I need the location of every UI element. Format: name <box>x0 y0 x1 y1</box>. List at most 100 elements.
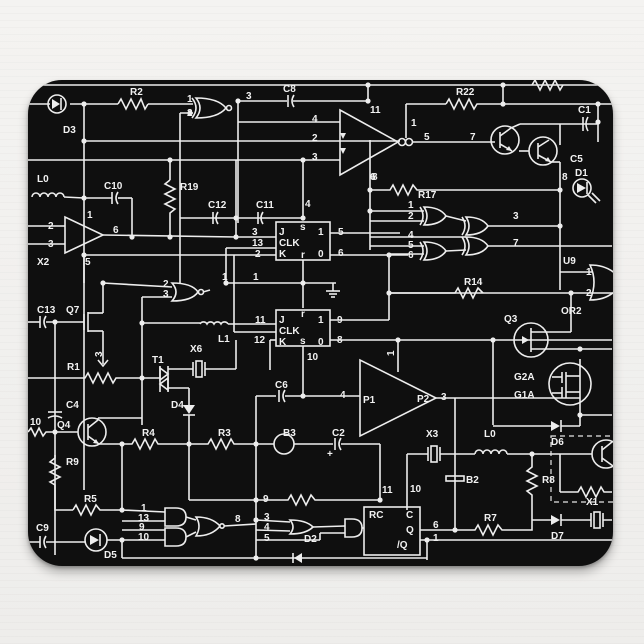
pin-clk: CLK <box>279 326 300 337</box>
label-r3: R3 <box>218 428 231 439</box>
crystal-x6-icon <box>192 340 237 378</box>
pin-k: K <box>279 337 287 348</box>
transistor-top-1-icon <box>490 125 520 155</box>
pin-label: 3 <box>252 227 258 238</box>
label-c11: C11 <box>256 200 274 211</box>
ground-icon <box>326 283 340 298</box>
pin-label: 10 <box>410 484 422 495</box>
pin-label: 11 <box>382 485 393 496</box>
pin-label: 13 <box>252 238 264 249</box>
or-gate-u9-icon <box>588 264 613 301</box>
output-nq: 0 <box>318 249 324 260</box>
top-wires <box>28 84 612 490</box>
resistor-r4-icon <box>122 437 189 451</box>
pin-label: 2 <box>586 288 592 299</box>
pin-label: 10 <box>307 352 319 363</box>
pin-rc: RC <box>369 510 383 521</box>
output-nq: 0 <box>318 337 324 348</box>
label-x6: X6 <box>190 344 203 355</box>
label-c9: C9 <box>36 523 49 534</box>
pin-label: 8 <box>562 172 568 183</box>
pin-label: 11 <box>255 315 266 326</box>
pin-r: r <box>301 250 305 261</box>
jfet-q7-icon <box>83 283 104 364</box>
label-p1: P1 <box>363 395 376 406</box>
label-c6: C6 <box>275 380 288 391</box>
pin-label: 9 <box>139 522 145 533</box>
and-gates-bottom-icon <box>164 507 226 547</box>
pin-label: 7 <box>513 238 519 249</box>
pin-label: 6 <box>408 250 414 261</box>
pin-label: 2 <box>408 211 414 222</box>
circuit-schematic: D3 R2 1 2 3 C8 4 2 3 11 6 <box>28 80 613 563</box>
pin-label: 7 <box>470 132 476 143</box>
pin-label: 6 <box>433 520 439 531</box>
output-q: 1 <box>318 227 324 238</box>
label-l1: L1 <box>218 334 230 345</box>
diode-bottom-icon <box>294 553 302 563</box>
resistor-r1-icon <box>28 371 142 385</box>
battery-b2-icon <box>445 475 465 482</box>
label-c13: C13 <box>37 305 56 316</box>
capacitor-c8-icon <box>287 94 295 108</box>
resistor-r7-icon <box>420 520 533 537</box>
label-u9: U9 <box>563 256 576 267</box>
label-r17: R17 <box>418 190 437 201</box>
rc-timer-block <box>363 506 421 556</box>
pin-label: 11 <box>370 105 381 116</box>
resistor-r14-icon <box>389 286 484 300</box>
label-r8: R8 <box>542 475 555 486</box>
opamp-x2-icon <box>64 215 105 255</box>
label-l0: L0 <box>484 429 496 440</box>
label-d4: D4 <box>171 400 184 411</box>
xor-gate-cluster-icon <box>419 206 489 261</box>
xnor-gate-icon <box>191 97 228 119</box>
pin-label: 4 <box>408 230 414 241</box>
label-r9: R9 <box>66 457 79 468</box>
resistor-r22-icon <box>445 97 612 111</box>
pin-label: 1 <box>141 503 147 514</box>
label-p2: P2 <box>417 394 430 405</box>
inductor-l0-bottom-icon <box>474 449 508 455</box>
transistor-right-icon <box>560 439 613 469</box>
transistor-q4-icon <box>55 417 142 447</box>
label-c1: C1 <box>578 105 591 116</box>
pin-label: 12 <box>254 335 266 346</box>
label-r7: R7 <box>484 513 497 524</box>
transistor-top-2-icon <box>519 136 558 166</box>
led-d1-icon <box>572 178 601 204</box>
nor-gate-icon <box>170 282 199 302</box>
pin-label: 3 <box>163 289 169 300</box>
triac-t1-icon <box>142 366 193 405</box>
pin-label: 3 <box>94 351 105 357</box>
pin-label: 1 <box>87 210 93 221</box>
pin-label: 1 <box>222 272 228 283</box>
pin-label: 13 <box>138 513 150 524</box>
dashed-module-box <box>550 435 613 503</box>
pin-label: 3 <box>513 211 519 222</box>
label-r22: R22 <box>456 87 475 98</box>
pin-clk: CLK <box>279 238 300 249</box>
pin-s: s <box>300 222 306 233</box>
pin-s: s <box>300 336 306 347</box>
label-d1: D1 <box>575 168 588 179</box>
label-d5: D5 <box>104 550 117 561</box>
label-c10: C10 <box>104 181 123 192</box>
crystal-x-right-icon <box>590 511 612 529</box>
resistor-r17-icon <box>370 183 560 197</box>
pin-c: C <box>406 510 413 521</box>
label-x2: X2 <box>37 257 50 268</box>
label-d3: D3 <box>63 125 76 136</box>
label-d2: D2 <box>304 534 317 545</box>
pin-nq: /Q <box>397 540 408 551</box>
diode-d7-icon <box>551 515 560 525</box>
pin-label: 1 <box>433 533 439 544</box>
label-c12: C12 <box>208 200 227 211</box>
pin-j: J <box>279 227 285 238</box>
pin-label: 3 <box>312 152 318 163</box>
resistor-r8-icon <box>525 454 539 520</box>
pin-label: 5 <box>264 533 270 544</box>
diode-d5-icon <box>84 528 108 552</box>
label-r1: R1 <box>67 362 80 373</box>
